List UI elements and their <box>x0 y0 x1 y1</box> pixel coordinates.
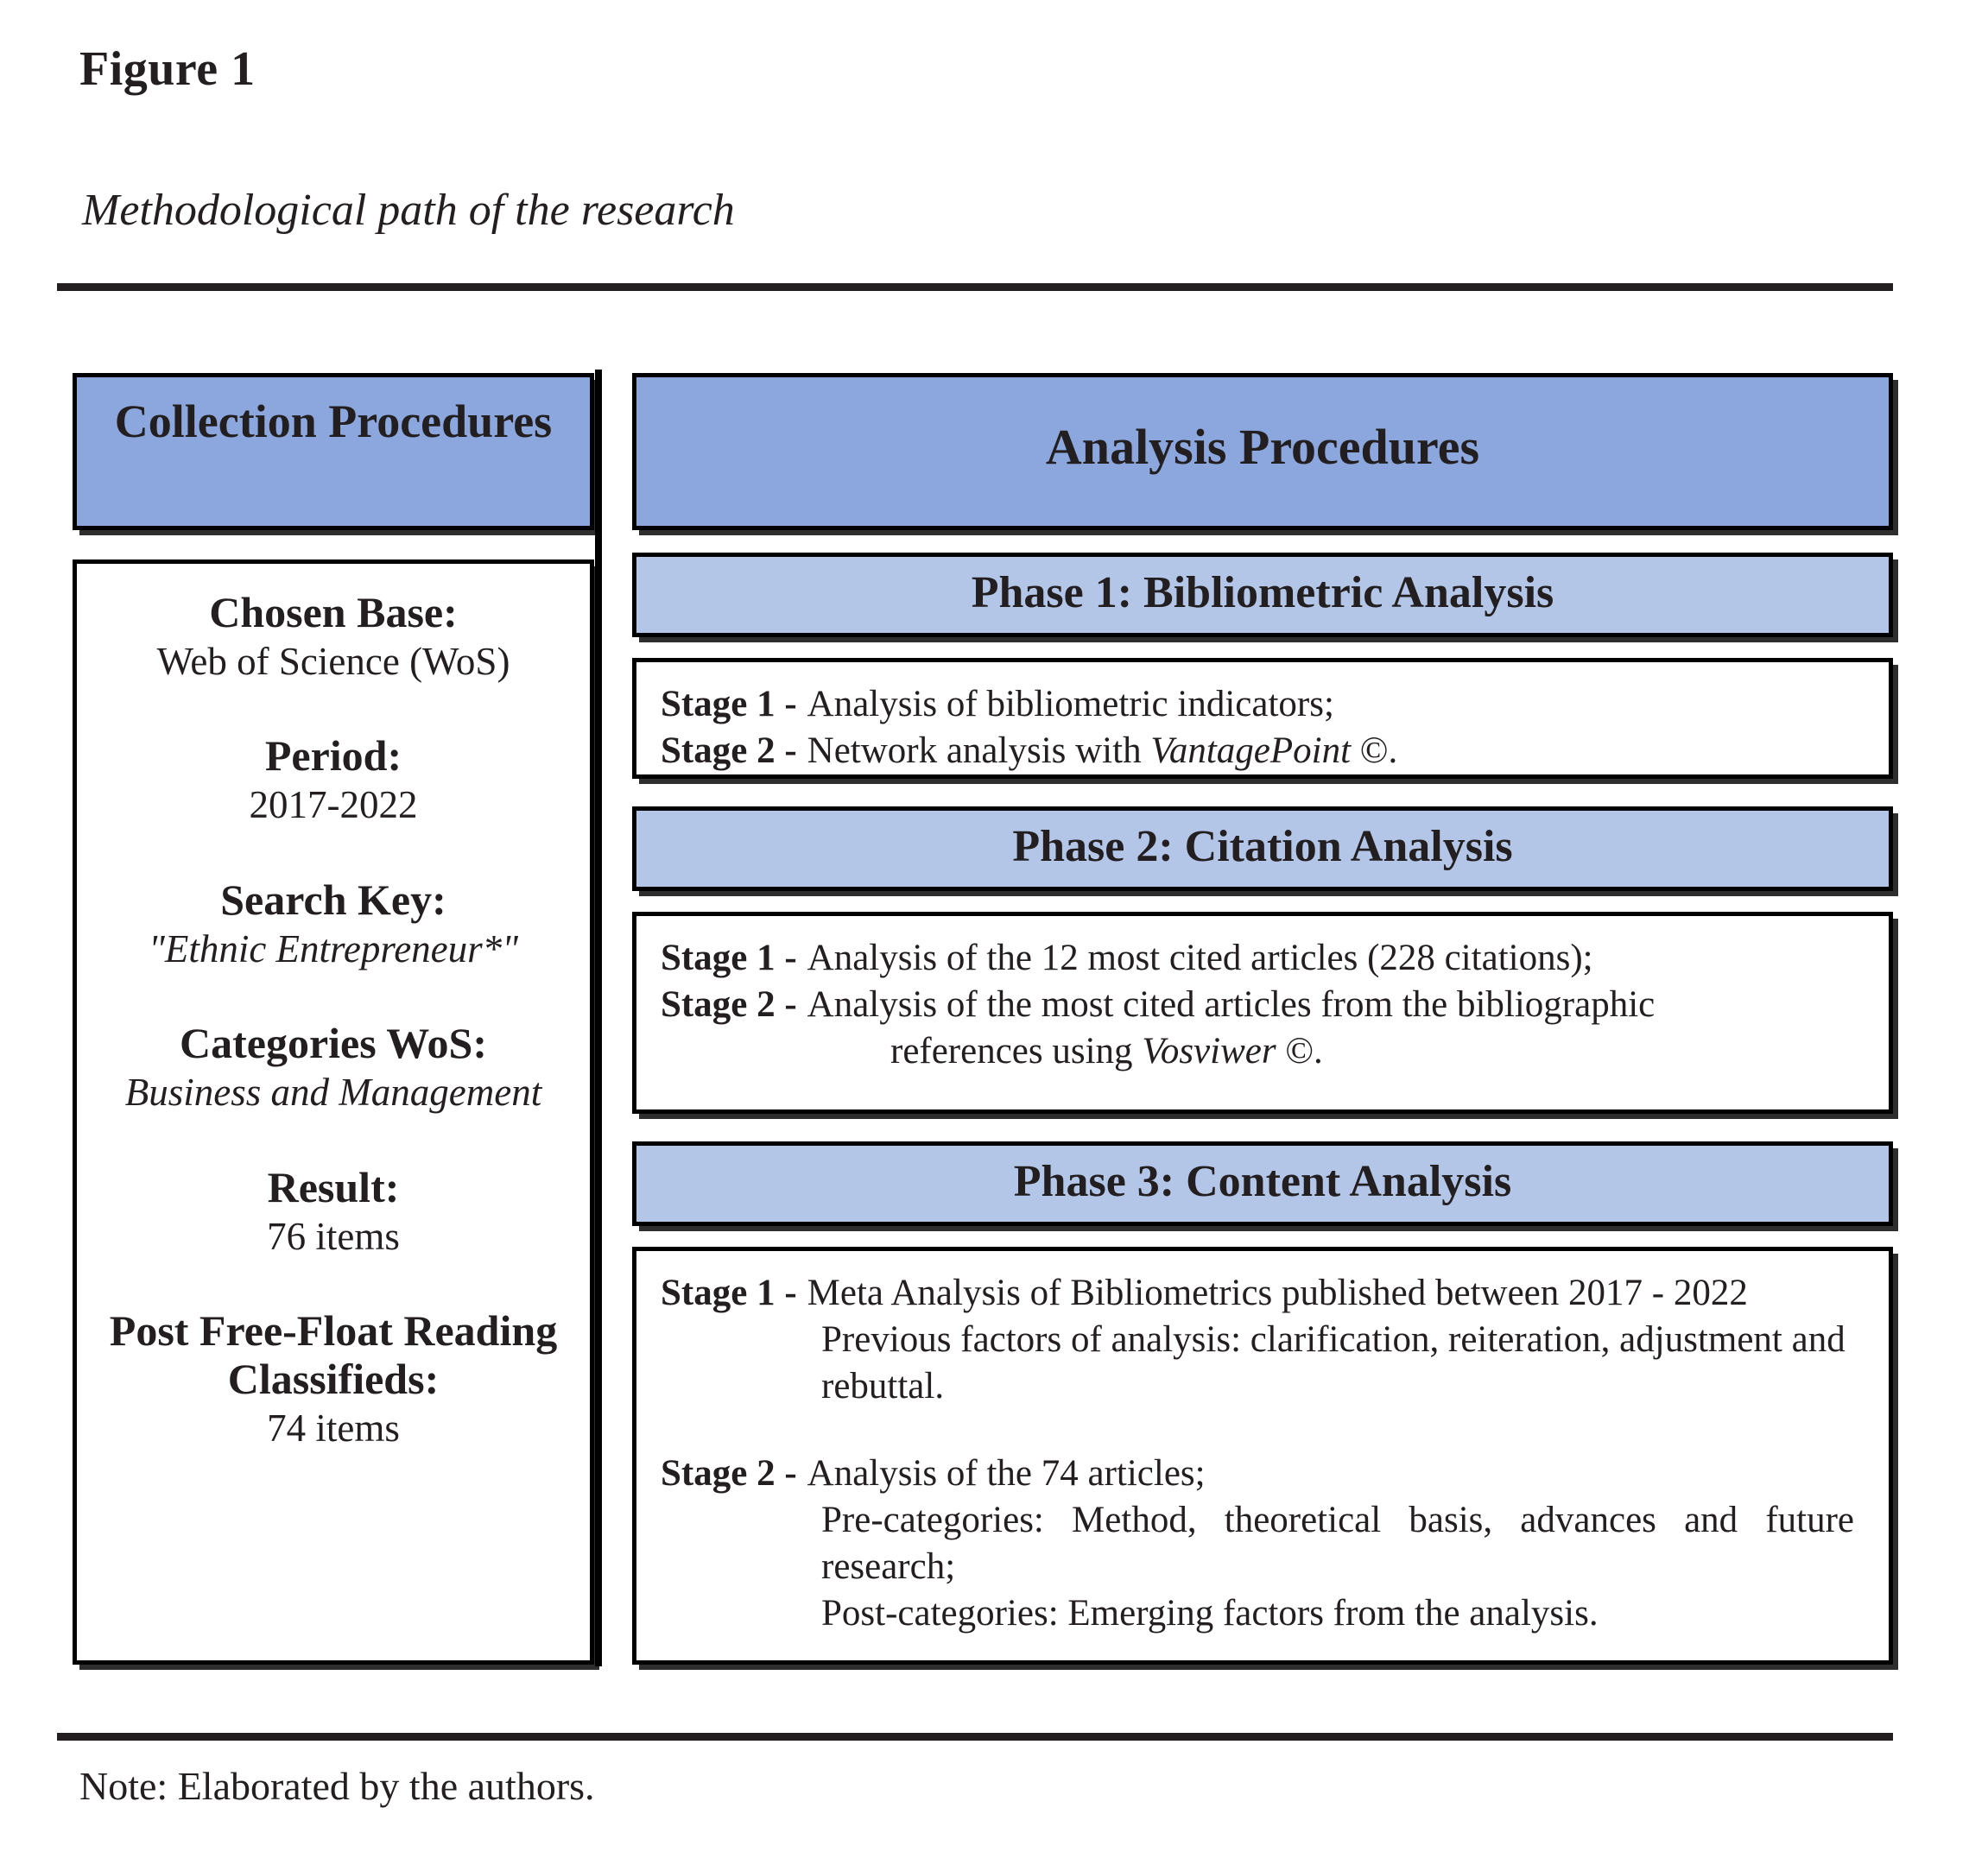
continuation-head: references using <box>890 1031 1143 1072</box>
field-period: Period: 2017-2022 <box>91 731 576 826</box>
field-value: 74 items <box>267 1406 400 1450</box>
field-result: Result: 76 items <box>91 1163 576 1258</box>
spacer <box>91 983 576 1019</box>
stage-tag: Stage 2 - <box>661 984 797 1026</box>
stage-text-head: Network analysis with <box>807 730 1151 772</box>
stage-text: Analysis of the 74 articles; <box>807 1452 1206 1494</box>
stage-text: Analysis of bibliometric indicators; <box>807 684 1334 724</box>
stage-tag: Stage 1 - <box>661 684 797 724</box>
tool-name-vantagepoint: VantagePoint <box>1150 730 1352 772</box>
phase-2-header: Phase 2: Citation Analysis <box>632 806 1893 891</box>
field-value: 2017-2022 <box>249 783 418 827</box>
phase-1-header: Phase 1: Bibliometric Analysis <box>632 553 1893 637</box>
phase-3-title: Phase 3: Content Analysis <box>1013 1157 1512 1206</box>
stage-continuation: Post-categories: Emerging factors from t… <box>821 1593 1599 1634</box>
stage-text-tail: ©. <box>1351 730 1398 772</box>
field-label: Chosen Base: <box>209 588 458 636</box>
field-label: Period: <box>264 731 402 781</box>
field-post-free-float-reading-classifieds: Post Free-Float Reading Classifieds: 74 … <box>91 1306 576 1450</box>
spacer <box>91 839 576 875</box>
spacer <box>91 695 576 731</box>
stage-continuation: Previous factors of analysis: clarificat… <box>821 1319 1846 1407</box>
field-label: Search Key: <box>220 875 446 924</box>
phase-2-title: Phase 2: Citation Analysis <box>1012 822 1513 871</box>
field-chosen-base: Chosen Base: Web of Science (WoS) <box>91 588 576 683</box>
analysis-procedures-title: Analysis Procedures <box>1045 419 1480 475</box>
stage-tag: Stage 1 - <box>661 938 797 978</box>
figure-title: Methodological path of the research <box>82 186 735 235</box>
stage-continuation: Pre-categories: Method, theoretical basi… <box>821 1499 1854 1587</box>
collection-procedures-body: Chosen Base: Web of Science (WoS) Period… <box>73 559 594 1665</box>
stage-text: Analysis of the most cited articles from… <box>807 984 1656 1026</box>
stage-row: Stage 1 - Meta Analysis of Bibliometrics… <box>661 1270 1870 1317</box>
stage-tag: Stage 2 - <box>661 730 797 772</box>
figure-note: Note: Elaborated by the authors. <box>79 1764 595 1808</box>
collection-procedures-title: Collection Procedures <box>114 395 553 447</box>
phase-3-body: Stage 1 - Meta Analysis of Bibliometrics… <box>632 1247 1893 1665</box>
bottom-rule <box>57 1733 1893 1741</box>
field-label: Categories WoS: <box>180 1019 487 1068</box>
collection-procedures-header: Collection Procedures <box>73 373 594 530</box>
field-value: "Ethnic Entrepreneur*" <box>148 926 519 970</box>
phase-1-body: Stage 1 - Analysis of bibliometric indic… <box>632 658 1893 779</box>
field-value: Business and Management <box>124 1071 542 1115</box>
stage-text: Meta Analysis of Bibliometrics published… <box>807 1273 1748 1313</box>
phase-2-body: Stage 1 - Analysis of the 12 most cited … <box>632 912 1893 1114</box>
column-divider <box>595 370 602 1666</box>
field-categories-wos: Categories WoS: Business and Management <box>91 1019 576 1114</box>
field-value: Web of Science (WoS) <box>156 640 510 683</box>
stage-continuation: references using Vosviwer ©. <box>661 1028 1870 1075</box>
stage-text: Network analysis with VantagePoint ©. <box>807 728 1870 774</box>
stage-row: Stage 1 - Analysis of the 12 most cited … <box>661 935 1870 982</box>
stage-row: Stage 2 - Analysis of the 74 articles; <box>661 1451 1870 1497</box>
stage-tag: Stage 1 - <box>661 1273 797 1313</box>
stage-text: Analysis of the 12 most cited articles (… <box>807 938 1593 978</box>
top-rule <box>57 283 1893 291</box>
stage-row: Stage 2 - Analysis of the most cited art… <box>661 982 1870 1028</box>
field-value: 76 items <box>267 1214 400 1258</box>
field-label: Result: <box>267 1162 400 1211</box>
figure-label: Figure 1 <box>79 42 256 96</box>
analysis-procedures-header: Analysis Procedures <box>632 373 1893 530</box>
stage-row: Stage 2 - Network analysis with VantageP… <box>661 728 1870 774</box>
phase-3-header: Phase 3: Content Analysis <box>632 1141 1893 1226</box>
phase-1-title: Phase 1: Bibliometric Analysis <box>971 568 1554 617</box>
spacer <box>661 1411 1870 1451</box>
field-search-key: Search Key: "Ethnic Entrepreneur*" <box>91 875 576 970</box>
field-label: Post Free-Float Reading Classifieds: <box>109 1305 558 1403</box>
spacer <box>91 1270 576 1306</box>
stage-row: Stage 1 - Analysis of bibliometric indic… <box>661 681 1870 728</box>
continuation-tail: ©. <box>1276 1031 1323 1072</box>
tool-name-vosviwer: Vosviwer <box>1142 1031 1276 1072</box>
spacer <box>91 1127 576 1163</box>
stage-tag: Stage 2 - <box>661 1452 797 1494</box>
